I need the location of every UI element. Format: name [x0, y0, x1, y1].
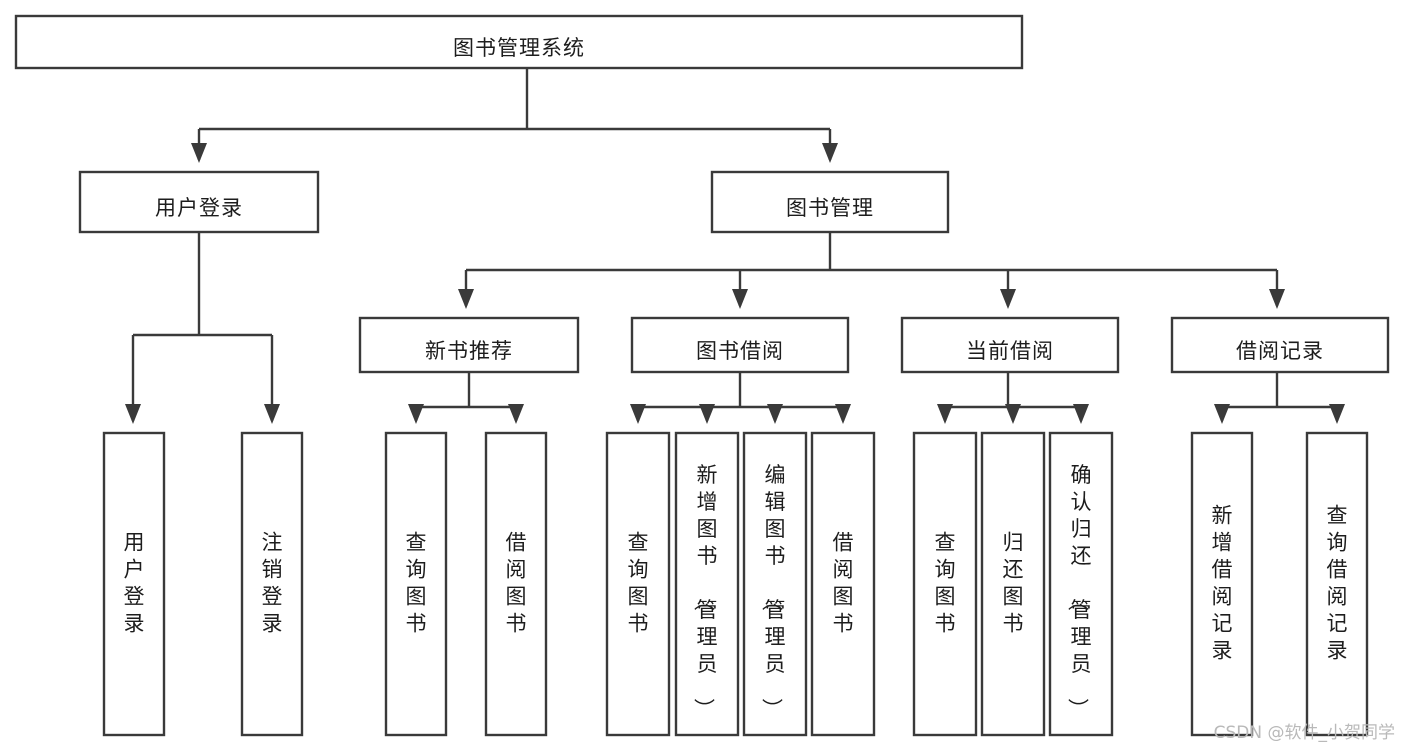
node-box-leaf-query-book-current	[912, 431, 978, 737]
node-box-leaf-confirm-return-admin	[1048, 431, 1114, 737]
node-box-leaf-logout-login	[240, 431, 304, 737]
node-label-leaf-query-book-recommend: 查询图书	[406, 530, 427, 635]
node-leaf-return-book[interactable]: 归还图书	[980, 431, 1046, 737]
node-box-leaf-edit-book-admin	[742, 431, 808, 737]
node-book-management[interactable]: 图书管理	[710, 170, 950, 234]
node-label-leaf-add-book-admin: 新增图书（管理员）	[692, 463, 718, 719]
node-label-leaf-logout-login: 注销登录	[262, 530, 283, 635]
node-box-root	[14, 14, 1024, 70]
arrow-head-icon	[1073, 404, 1089, 424]
node-label-leaf-query-borrow-record: 查询借阅记录	[1327, 503, 1348, 662]
node-book-borrow[interactable]: 图书借阅	[630, 316, 850, 374]
node-leaf-query-book-current[interactable]: 查询图书	[912, 431, 978, 737]
node-label-user-login: 用户登录	[155, 196, 243, 220]
node-box-current-borrow	[900, 316, 1120, 374]
node-user-login[interactable]: 用户登录	[78, 170, 320, 234]
arrow-head-icon	[1214, 404, 1230, 424]
node-label-leaf-add-borrow-record: 新增借阅记录	[1212, 503, 1233, 662]
node-leaf-query-borrow-record[interactable]: 查询借阅记录	[1305, 431, 1369, 737]
node-box-leaf-query-borrow-record	[1305, 431, 1369, 737]
node-label-borrow-record: 借阅记录	[1236, 339, 1324, 363]
arrow-head-icon	[1329, 404, 1345, 424]
arrow-head-icon	[191, 143, 207, 163]
arrow-head-icon	[408, 404, 424, 424]
arrow-head-icon	[1000, 289, 1016, 309]
node-root[interactable]: 图书管理系统	[14, 14, 1024, 70]
node-current-borrow[interactable]: 当前借阅	[900, 316, 1120, 374]
arrow-head-icon	[458, 289, 474, 309]
node-box-book-borrow	[630, 316, 850, 374]
arrow-head-icon	[822, 143, 838, 163]
arrow-head-icon	[732, 289, 748, 309]
node-leaf-borrow-book-recommend[interactable]: 借阅图书	[484, 431, 548, 737]
node-label-leaf-edit-book-admin: 编辑图书（管理员）	[760, 463, 786, 719]
node-leaf-borrow-book[interactable]: 借阅图书	[810, 431, 876, 737]
nodes-layer: 图书管理系统用户登录图书管理新书推荐图书借阅当前借阅借阅记录用户登录注销登录查询…	[14, 14, 1390, 737]
node-leaf-confirm-return-admin[interactable]: 确认归还（管理员）	[1048, 431, 1114, 737]
arrow-head-icon	[1005, 404, 1021, 424]
node-label-book-borrow: 图书借阅	[696, 339, 784, 363]
node-new-book-recommend[interactable]: 新书推荐	[358, 316, 580, 374]
node-box-book-management	[710, 170, 950, 234]
node-label-leaf-query-book-current: 查询图书	[935, 530, 956, 635]
node-box-user-login	[78, 170, 320, 234]
node-leaf-user-login[interactable]: 用户登录	[102, 431, 166, 737]
node-box-leaf-borrow-book	[810, 431, 876, 737]
arrow-head-icon	[937, 404, 953, 424]
arrow-head-icon	[699, 404, 715, 424]
node-borrow-record[interactable]: 借阅记录	[1170, 316, 1390, 374]
arrow-head-icon	[835, 404, 851, 424]
node-label-leaf-return-book: 归还图书	[1003, 530, 1024, 635]
arrow-head-icon	[508, 404, 524, 424]
connectors-layer	[125, 68, 1345, 424]
arrow-head-icon	[630, 404, 646, 424]
node-label-leaf-query-book-borrow: 查询图书	[628, 530, 649, 635]
node-label-leaf-confirm-return-admin: 确认归还（管理员）	[1066, 463, 1092, 719]
node-label-new-book-recommend: 新书推荐	[425, 339, 513, 363]
node-box-borrow-record	[1170, 316, 1390, 374]
arrow-head-icon	[1269, 289, 1285, 309]
node-box-leaf-add-borrow-record	[1190, 431, 1254, 737]
csdn-watermark: CSDN @软件_小贺同学	[1213, 723, 1395, 743]
node-box-leaf-borrow-book-recommend	[484, 431, 548, 737]
node-label-leaf-user-login: 用户登录	[124, 530, 145, 635]
arrow-head-icon	[767, 404, 783, 424]
node-leaf-logout-login[interactable]: 注销登录	[240, 431, 304, 737]
node-box-leaf-query-book-recommend	[384, 431, 448, 737]
node-leaf-query-book-borrow[interactable]: 查询图书	[605, 431, 671, 737]
node-box-leaf-return-book	[980, 431, 1046, 737]
node-label-leaf-borrow-book-recommend: 借阅图书	[506, 530, 527, 635]
node-box-leaf-query-book-borrow	[605, 431, 671, 737]
node-leaf-add-book-admin[interactable]: 新增图书（管理员）	[674, 431, 740, 737]
node-leaf-add-borrow-record[interactable]: 新增借阅记录	[1190, 431, 1254, 737]
node-label-leaf-borrow-book: 借阅图书	[833, 530, 854, 635]
node-label-current-borrow: 当前借阅	[966, 339, 1054, 363]
arrow-head-icon	[264, 404, 280, 424]
node-label-root: 图书管理系统	[453, 36, 585, 60]
node-leaf-edit-book-admin[interactable]: 编辑图书（管理员）	[742, 431, 808, 737]
node-leaf-query-book-recommend[interactable]: 查询图书	[384, 431, 448, 737]
node-box-leaf-add-book-admin	[674, 431, 740, 737]
node-box-leaf-user-login	[102, 431, 166, 737]
node-label-book-management: 图书管理	[786, 196, 874, 220]
arrow-head-icon	[125, 404, 141, 424]
node-box-new-book-recommend	[358, 316, 580, 374]
